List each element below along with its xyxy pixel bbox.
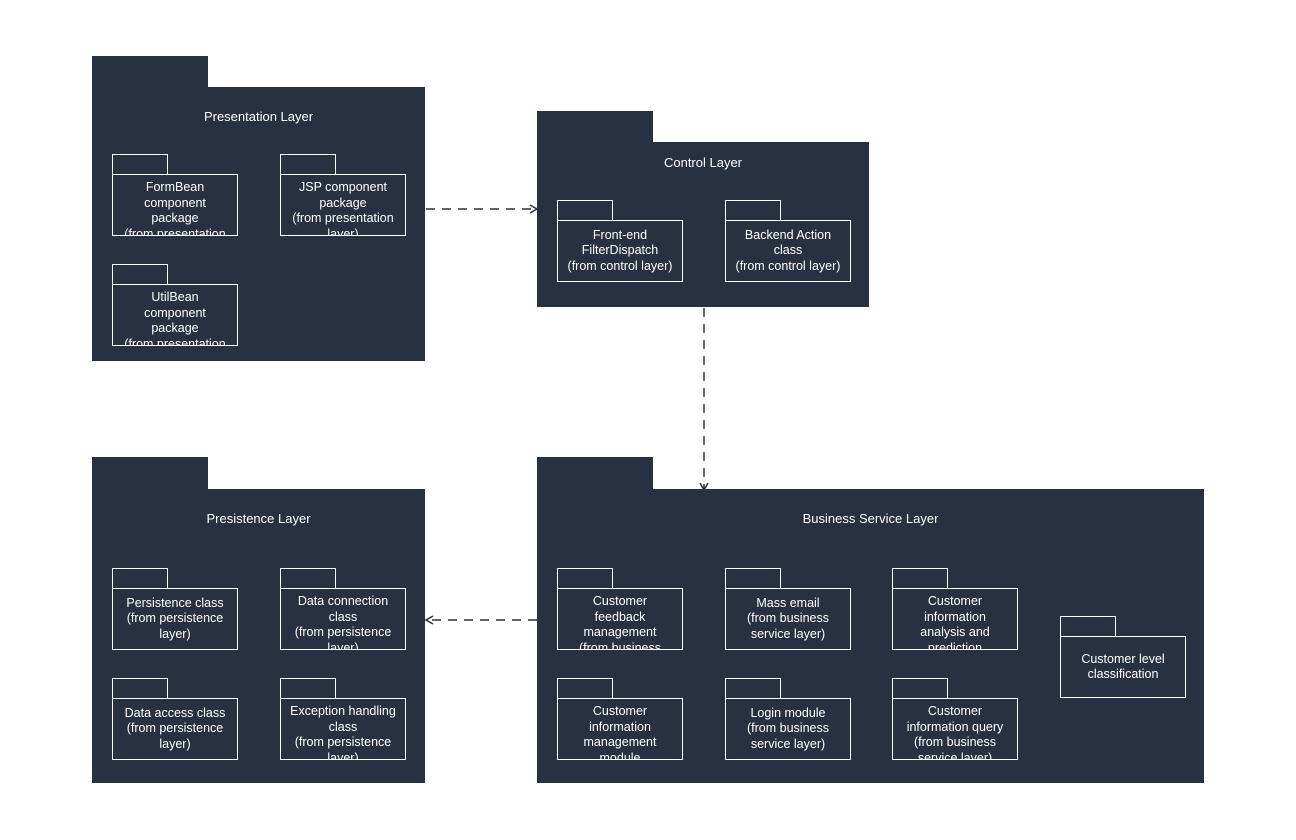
formbean-package: FormBean component package (from present… (112, 174, 238, 236)
customer-info-query-package: Customer information query (from busines… (892, 698, 1018, 760)
presentation-layer-tab (92, 56, 208, 88)
control-layer-body: Control Layer Front-end FilterDispatch (… (537, 142, 869, 307)
formbean-package-label: FormBean component package (from present… (124, 180, 226, 236)
data-access-package-tab (112, 678, 168, 698)
frontend-filter-package: Front-end FilterDispatch (from control l… (557, 220, 683, 282)
data-connection-package-tab (280, 568, 336, 588)
customer-info-query-package-label: Customer information query (from busines… (906, 704, 1004, 760)
customer-info-management-package-tab (557, 678, 613, 698)
customer-info-query-package-tab (892, 678, 948, 698)
control-layer-tab (537, 111, 653, 143)
customer-level-package-label: Customer level classification (1081, 651, 1165, 682)
mass-email-package-tab (725, 568, 781, 588)
exception-handling-package-label: Exception handling class (from persisten… (290, 704, 396, 760)
persistence-class-package-label: Persistence class (from persistence laye… (126, 595, 224, 641)
data-connection-package: Data connection class (from persistence … (280, 588, 406, 650)
login-module-package-label: Login module (from business service laye… (747, 705, 829, 751)
mass-email-package-label: Mass email (from business service layer) (747, 595, 829, 641)
data-access-package: Data access class (from persistence laye… (112, 698, 238, 760)
customer-analysis-package: Customer information analysis and predic… (892, 588, 1018, 650)
persistence-layer-body: Presistence Layer Persistence class (fro… (92, 489, 425, 783)
presentation-layer-title: Presentation Layer (203, 109, 314, 124)
backend-action-package: Backend Action class (from control layer… (725, 220, 851, 282)
utilbean-package-tab (112, 264, 168, 284)
exception-handling-package: Exception handling class (from persisten… (280, 698, 406, 760)
customer-level-package: Customer level classification (1060, 636, 1186, 698)
customer-level-package-tab (1060, 616, 1116, 636)
business-layer-title: Business Service Layer (802, 511, 939, 526)
persistence-layer-tab (92, 457, 208, 490)
persistence-class-package-tab (112, 568, 168, 588)
business-layer-tab (537, 457, 653, 490)
customer-info-management-package: Customer information management module (557, 698, 683, 760)
customer-analysis-package-tab (892, 568, 948, 588)
customer-feedback-package: Customer feedback management (from busin… (557, 588, 683, 650)
jsp-package-tab (280, 154, 336, 174)
business-layer-body: Business Service Layer Customer feedback… (537, 489, 1204, 783)
customer-feedback-package-label: Customer feedback management (from busin… (579, 594, 661, 650)
exception-handling-package-tab (280, 678, 336, 698)
login-module-package-tab (725, 678, 781, 698)
mass-email-package: Mass email (from business service layer) (725, 588, 851, 650)
data-connection-package-label: Data connection class (from persistence … (294, 594, 392, 650)
jsp-package: JSP component package (from presentation… (280, 174, 406, 236)
utilbean-package-label: UtilBean component package (from present… (124, 290, 226, 346)
frontend-filter-package-label: Front-end FilterDispatch (from control l… (567, 227, 673, 273)
customer-feedback-package-tab (557, 568, 613, 588)
jsp-package-label: JSP component package (from presentation… (292, 180, 394, 236)
persistence-layer-title: Presistence Layer (206, 511, 311, 526)
utilbean-package: UtilBean component package (from present… (112, 284, 238, 346)
login-module-package: Login module (from business service laye… (725, 698, 851, 760)
persistence-class-package: Persistence class (from persistence laye… (112, 588, 238, 650)
control-layer-title: Control Layer (663, 155, 743, 170)
customer-analysis-package-label: Customer information analysis and predic… (920, 594, 990, 650)
customer-info-management-package-label: Customer information management module (583, 704, 657, 760)
backend-action-package-label: Backend Action class (from control layer… (735, 227, 841, 273)
presentation-layer-body: Presentation Layer FormBean component pa… (92, 87, 425, 361)
formbean-package-tab (112, 154, 168, 174)
frontend-filter-package-tab (557, 200, 613, 220)
backend-action-package-tab (725, 200, 781, 220)
data-access-package-label: Data access class (from persistence laye… (124, 705, 226, 751)
